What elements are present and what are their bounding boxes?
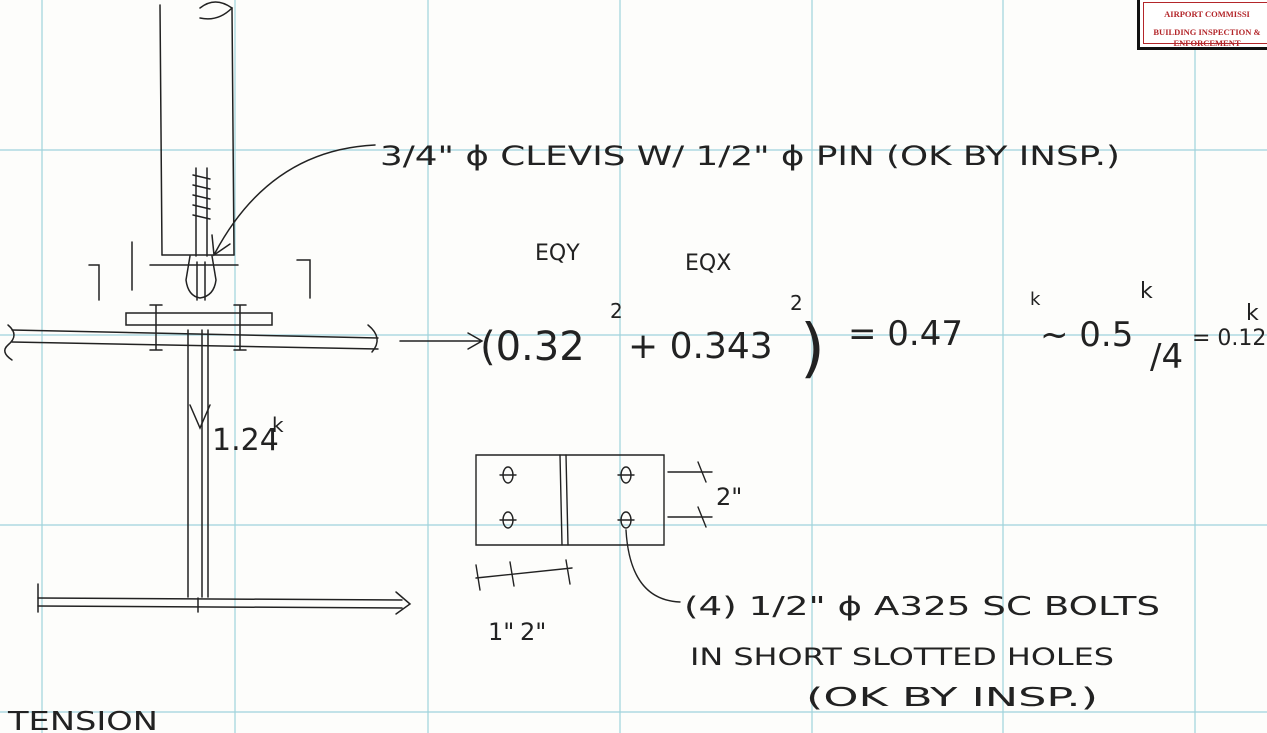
eq-close: ) bbox=[800, 312, 825, 386]
stamp-line-1: AIRPORT COMMISSI bbox=[1164, 9, 1250, 19]
eq-open: (0.32 bbox=[480, 324, 585, 370]
section-mark-right bbox=[296, 259, 311, 299]
dim-2in-b-label: 2" bbox=[520, 618, 546, 646]
dim-2in-label: 2" bbox=[716, 483, 742, 511]
pipe-cut bbox=[199, 1, 234, 20]
arrow-to-equation bbox=[399, 332, 484, 350]
eq-k2: k bbox=[1140, 279, 1153, 304]
eq-approx: ~ 0.5 bbox=[1040, 315, 1133, 355]
load-k: k bbox=[272, 413, 284, 437]
eq-k1: k bbox=[1030, 289, 1041, 310]
pipe-right-edge bbox=[231, 7, 235, 256]
splice-joint bbox=[559, 454, 569, 546]
clevis bbox=[185, 255, 217, 299]
lower-beam bbox=[37, 597, 403, 609]
tension-label: TENSION bbox=[7, 707, 158, 733]
clevis-leader bbox=[214, 144, 376, 254]
bolts-note-line3: (OK BY INSP.) bbox=[806, 683, 1098, 713]
eq-plus: + 0.343 bbox=[628, 326, 773, 367]
threaded-rod bbox=[195, 167, 208, 257]
bolts-note-line2: IN SHORT SLOTTED HOLES bbox=[690, 643, 1114, 671]
dim-2in-vertical bbox=[667, 461, 713, 528]
bolt-left bbox=[149, 304, 163, 351]
bolts-note-line1: (4) 1/2" ϕ A325 SC BOLTS bbox=[684, 592, 1160, 622]
splice-plate bbox=[475, 454, 665, 546]
stamp-line-3: ENFORCEMENT bbox=[1173, 38, 1241, 48]
eq-k3: k bbox=[1246, 301, 1259, 326]
clip-plate bbox=[125, 312, 273, 326]
inspection-stamp: AIRPORT COMMISSI BUILDING INSPECTION & E… bbox=[1137, 0, 1267, 50]
section-mark-left bbox=[88, 241, 133, 301]
hanger-sketch bbox=[4, 1, 484, 615]
stamp-border bbox=[1143, 2, 1267, 44]
upper-beam bbox=[11, 329, 379, 350]
slotted-holes bbox=[499, 466, 635, 529]
load-arrow bbox=[189, 404, 211, 430]
hanger-web bbox=[187, 329, 209, 598]
eq-result: = 0.12 bbox=[1192, 326, 1266, 351]
bolt-right bbox=[233, 304, 247, 351]
clevis-note: 3/4" ϕ CLEVIS W/ 1/2" ϕ PIN (OK BY INSP.… bbox=[380, 141, 1120, 172]
plate-detail bbox=[475, 454, 713, 603]
eq-equals: = 0.47 bbox=[848, 314, 963, 354]
dim-horizontal bbox=[475, 559, 573, 591]
eq-div: /4 bbox=[1150, 337, 1183, 377]
eq-x-label: EQX bbox=[685, 251, 731, 276]
dim-1in-label: 1" bbox=[488, 618, 514, 646]
pipe-left-edge bbox=[159, 4, 163, 256]
load-label: 1.24 bbox=[212, 423, 279, 458]
stamp-line-2: BUILDING INSPECTION & bbox=[1153, 27, 1261, 37]
rod-threads bbox=[192, 174, 211, 220]
eq-y-label: EQY bbox=[535, 241, 580, 266]
eq-sq2: 2 bbox=[790, 291, 803, 315]
eq-sq1: 2 bbox=[610, 299, 623, 323]
bolt-leader bbox=[625, 529, 681, 603]
handwritten-notes: 3/4" ϕ CLEVIS W/ 1/2" ϕ PIN (OK BY INSP.… bbox=[7, 141, 1267, 733]
